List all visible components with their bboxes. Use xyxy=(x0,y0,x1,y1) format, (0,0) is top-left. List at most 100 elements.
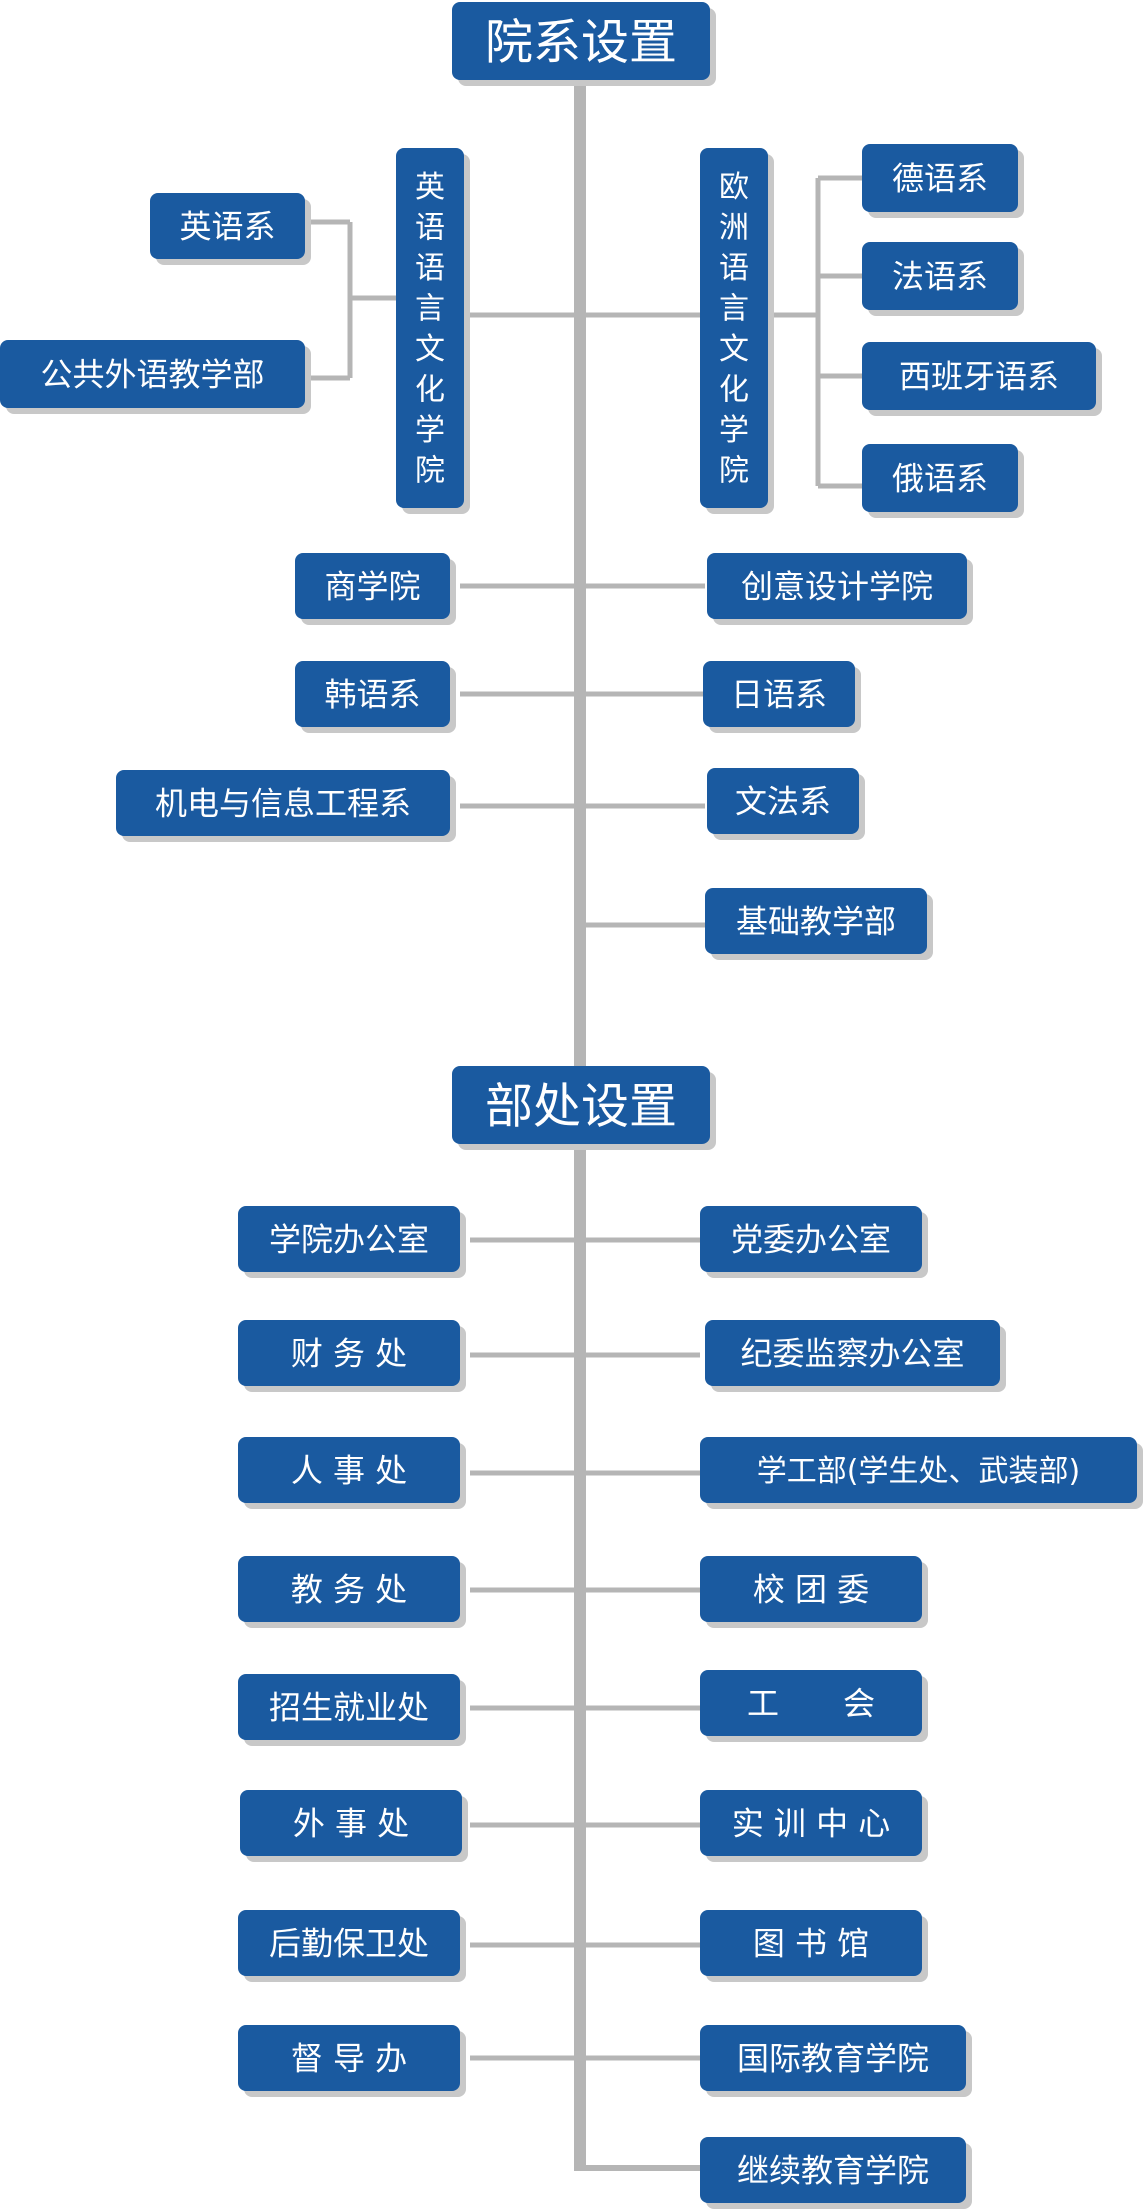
node-label: 财 务 处 xyxy=(291,1335,407,1373)
node-english-college: 英语语言文化学院 xyxy=(396,148,470,514)
node-supervision: 督 导 办 xyxy=(238,2025,466,2097)
node-japanese-dept: 日语系 xyxy=(703,661,861,733)
node-training-center: 实 训 中 心 xyxy=(700,1790,928,1862)
node-box xyxy=(707,768,859,834)
node-korean-dept: 韩语系 xyxy=(295,661,456,733)
node-box xyxy=(295,553,450,619)
node-logistics-security: 后勤保卫处 xyxy=(238,1910,466,1982)
node-label: 欧洲语言文化学院 xyxy=(719,170,749,489)
node-russian-dept: 俄语系 xyxy=(862,444,1024,518)
node-label: 机电与信息工程系 xyxy=(155,785,411,823)
node-box xyxy=(295,661,450,727)
node-box xyxy=(862,444,1018,512)
node-european-college: 欧洲语言文化学院 xyxy=(700,148,774,514)
node-box xyxy=(0,340,305,408)
node-label: 教 务 处 xyxy=(291,1571,407,1609)
node-box xyxy=(700,1910,922,1976)
node-label: 英语系 xyxy=(179,208,275,246)
node-box xyxy=(238,1556,460,1622)
node-label: 创意设计学院 xyxy=(741,568,933,606)
node-youth-league: 校 团 委 xyxy=(700,1556,928,1628)
node-business-school: 商学院 xyxy=(295,553,456,625)
node-label: 德语系 xyxy=(892,160,988,198)
node-box xyxy=(700,148,768,508)
node-label: 国际教育学院 xyxy=(737,2040,929,2078)
node-student-affairs: 学工部(学生处、武装部) xyxy=(700,1437,1143,1509)
node-creative-design: 创意设计学院 xyxy=(707,553,973,625)
node-box xyxy=(240,1790,462,1856)
node-box xyxy=(452,1066,710,1144)
node-box xyxy=(703,661,855,727)
node-label: 招生就业处 xyxy=(269,1689,429,1727)
node-label: 商学院 xyxy=(324,568,420,606)
node-box xyxy=(452,2,710,80)
node-label: 实 训 中 心 xyxy=(732,1805,891,1843)
node-label: 基础教学部 xyxy=(736,903,896,941)
node-label: 纪委监察办公室 xyxy=(740,1335,964,1373)
node-label: 法语系 xyxy=(892,258,988,296)
node-label: 工 会 xyxy=(747,1685,875,1723)
node-public-foreign-lang: 公共外语教学部 xyxy=(0,340,311,414)
node-discipline-office: 纪委监察办公室 xyxy=(705,1320,1006,1392)
node-box xyxy=(700,1670,922,1736)
node-label: 后勤保卫处 xyxy=(269,1925,429,1963)
section-title-colleges: 院系设置 xyxy=(452,2,716,86)
node-box xyxy=(238,2025,460,2091)
node-spanish-dept: 西班牙语系 xyxy=(862,342,1102,416)
node-box xyxy=(862,242,1018,310)
node-continuing-education: 继续教育学院 xyxy=(700,2137,972,2209)
node-box xyxy=(396,148,464,508)
node-box xyxy=(238,1437,460,1503)
node-label: 学工部(学生处、武装部) xyxy=(757,1454,1080,1489)
node-label: 文法系 xyxy=(735,783,831,821)
node-label: 英语语言文化学院 xyxy=(415,170,445,489)
node-label: 公共外语教学部 xyxy=(40,356,264,394)
node-box xyxy=(238,1206,460,1272)
node-label: 督 导 办 xyxy=(291,2040,407,2078)
node-basic-teaching: 基础教学部 xyxy=(705,888,933,960)
node-label: 西班牙语系 xyxy=(899,358,1059,396)
node-box xyxy=(705,1320,1000,1386)
node-box xyxy=(862,144,1018,212)
node-box xyxy=(238,1320,460,1386)
node-finance: 财 务 处 xyxy=(238,1320,466,1392)
node-box xyxy=(705,888,927,954)
node-box xyxy=(238,1674,460,1740)
node-label: 日语系 xyxy=(731,676,827,714)
node-box xyxy=(700,1556,922,1622)
node-label: 部处设置 xyxy=(485,1078,677,1134)
node-english-dept: 英语系 xyxy=(150,193,311,265)
node-label: 韩语系 xyxy=(324,676,420,714)
node-label: 外 事 处 xyxy=(293,1805,409,1843)
node-mech-info: 机电与信息工程系 xyxy=(116,770,456,842)
node-german-dept: 德语系 xyxy=(862,144,1024,218)
node-box xyxy=(700,2025,966,2091)
node-box xyxy=(700,1437,1137,1503)
node-box xyxy=(700,1790,922,1856)
node-box xyxy=(238,1910,460,1976)
section-title-offices: 部处设置 xyxy=(452,1066,716,1150)
node-foreign-affairs: 外 事 处 xyxy=(240,1790,468,1862)
node-label: 图 书 馆 xyxy=(753,1925,869,1963)
node-college-office: 学院办公室 xyxy=(238,1206,466,1278)
node-label: 继续教育学院 xyxy=(737,2152,929,2190)
node-box xyxy=(707,553,967,619)
node-library: 图 书 馆 xyxy=(700,1910,928,1982)
node-label: 校 团 委 xyxy=(753,1571,869,1609)
node-label: 党委办公室 xyxy=(731,1221,891,1259)
node-admissions: 招生就业处 xyxy=(238,1674,466,1746)
node-box xyxy=(116,770,450,836)
node-party-office: 党委办公室 xyxy=(700,1206,928,1278)
node-label: 院系设置 xyxy=(485,14,677,70)
node-box xyxy=(862,342,1096,410)
node-intl-education: 国际教育学院 xyxy=(700,2025,972,2097)
node-box xyxy=(700,1206,922,1272)
node-humanities-law: 文法系 xyxy=(707,768,865,840)
node-label: 学院办公室 xyxy=(269,1221,429,1259)
node-box xyxy=(700,2137,966,2203)
node-academic-affairs: 教 务 处 xyxy=(238,1556,466,1628)
node-label: 俄语系 xyxy=(892,460,988,498)
node-personnel: 人 事 处 xyxy=(238,1437,466,1509)
